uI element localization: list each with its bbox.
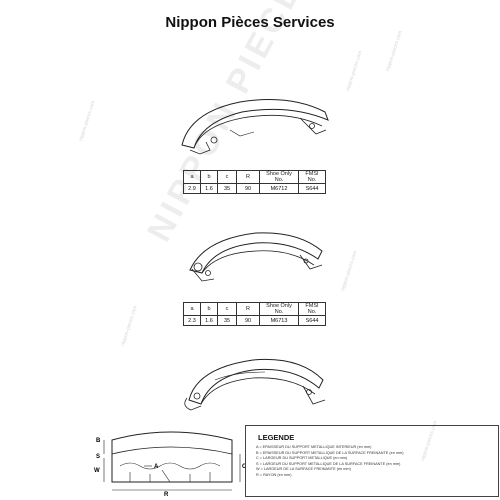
table-header-cell: FMSI No. bbox=[298, 302, 326, 316]
table-header-cell: b bbox=[200, 170, 218, 184]
watermark-small: nippon-pieces.com bbox=[78, 100, 97, 142]
label-s: S bbox=[96, 454, 100, 460]
label-a: A bbox=[154, 464, 159, 470]
table-cell: 2.9 bbox=[183, 183, 201, 194]
watermark-small: nippon-pieces.com bbox=[340, 250, 359, 292]
label-b: B bbox=[96, 438, 101, 444]
shoe-dimension-diagram: B S W A R C bbox=[94, 431, 247, 498]
table-header-cell: FMSI No. bbox=[298, 170, 326, 184]
table-header-cell: b bbox=[200, 302, 218, 316]
legend-item: R = RAYON (en mm) bbox=[256, 472, 292, 477]
label-w: W bbox=[94, 468, 100, 474]
table-cell: M6713 bbox=[259, 315, 299, 326]
legend-title: LEGENDE bbox=[258, 433, 295, 442]
table-header-cell: c bbox=[217, 170, 237, 184]
watermark-small: nippon-pieces.com bbox=[385, 30, 404, 72]
brake-shoe-drawing-2 bbox=[189, 232, 323, 282]
label-r: R bbox=[164, 492, 169, 498]
brake-shoe-drawing-3 bbox=[184, 358, 326, 411]
table-cell: 90 bbox=[236, 183, 260, 194]
table-header-cell: a bbox=[183, 170, 201, 184]
table-header-cell: a bbox=[183, 302, 201, 316]
table-header-cell: R bbox=[236, 170, 260, 184]
table-cell: 90 bbox=[236, 315, 260, 326]
watermark-small: nippon-pieces.com bbox=[120, 305, 139, 347]
watermark-small: nippon-pieces.com bbox=[345, 50, 364, 92]
legend-item: C = LARGEUR DU SUPPORT METALLIQUE (en mm… bbox=[256, 456, 348, 461]
legend-item: S = LARGEUR DU SUPPORT METALLIQUE DE LA … bbox=[256, 461, 401, 466]
table-cell: 2.3 bbox=[183, 315, 201, 326]
spec-table-2: a b c R Shoe Only No. FMSI No. 2.3 1.6 3… bbox=[183, 302, 326, 326]
legend-item: W = LARGEUR DE LA SURFACE FREINANTE (en … bbox=[256, 467, 351, 472]
label-c: C bbox=[242, 464, 247, 470]
table-cell: 1.6 bbox=[200, 183, 218, 194]
table-cell: S644 bbox=[298, 183, 326, 194]
table-header-cell: c bbox=[217, 302, 237, 316]
spec-table-1: a b c R Shoe Only No. FMSI No. 2.9 1.6 3… bbox=[183, 170, 326, 194]
legend-item: A = EPAISSEUR DU SUPPORT METALLIQUE INTE… bbox=[256, 445, 372, 449]
legend-list: A = EPAISSEUR DU SUPPORT METALLIQUE INTE… bbox=[256, 445, 404, 479]
table-cell: S644 bbox=[298, 315, 326, 326]
table-header-cell: Shoe Only No. bbox=[259, 302, 299, 316]
table-cell: 35 bbox=[217, 315, 237, 326]
legend-box: LEGENDE A = EPAISSEUR DU SUPPORT METALLI… bbox=[245, 425, 499, 497]
table-cell: 35 bbox=[217, 183, 237, 194]
table-header-cell: R bbox=[236, 302, 260, 316]
page-title: Nippon Pièces Services bbox=[165, 14, 335, 31]
table-cell: M6712 bbox=[259, 183, 299, 194]
table-header-cell: Shoe Only No. bbox=[259, 170, 299, 184]
table-cell: 1.6 bbox=[200, 315, 218, 326]
legend-item: B = EPAISSEUR DU SUPPORT METALLIQUE DE L… bbox=[256, 450, 404, 455]
brake-shoe-drawing-1 bbox=[181, 99, 329, 155]
